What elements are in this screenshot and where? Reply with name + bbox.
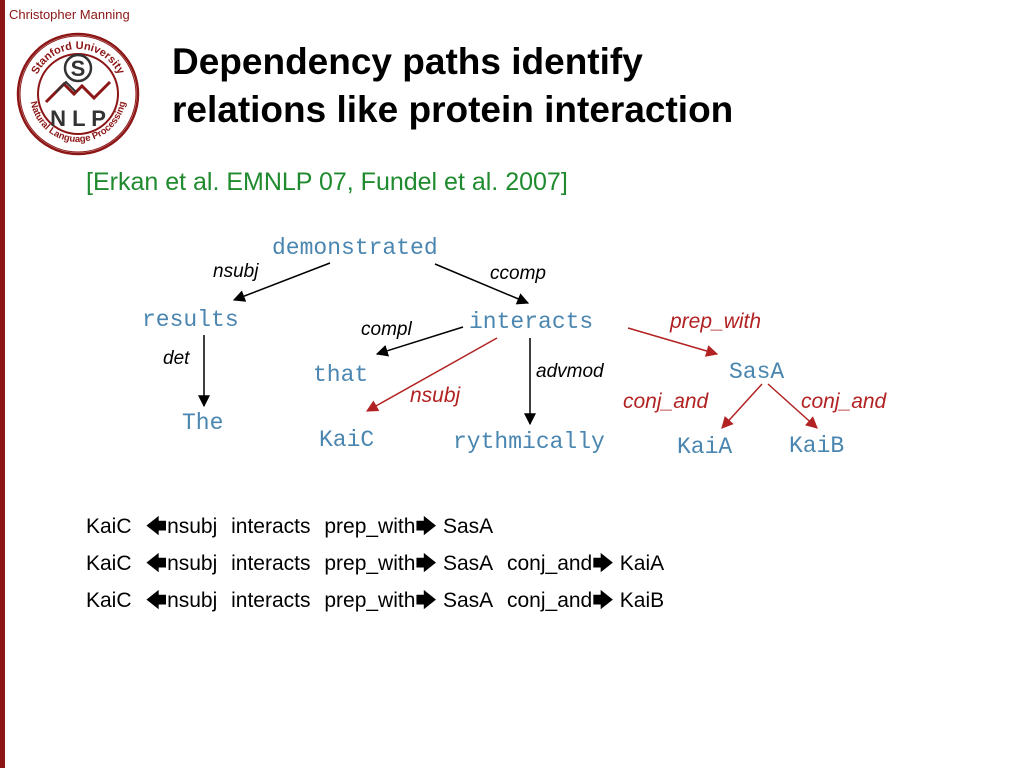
arrow-right-icon: 🡆 xyxy=(415,515,438,538)
edge-ccomp xyxy=(434,263,530,305)
logo-nlp-text: N L P xyxy=(50,106,106,131)
title-line-1: Dependency paths identify xyxy=(172,41,643,82)
path-start: KaiC xyxy=(86,515,132,538)
dependency-paths-list: KaiC 🡄nsubj interacts prep_with🡆 SasA Ka… xyxy=(86,508,664,619)
arrow-left-icon: 🡄 xyxy=(145,552,168,575)
path-mid: interacts xyxy=(231,589,311,612)
path-mid: interacts xyxy=(231,552,311,575)
node-the: The xyxy=(182,410,223,436)
path-end: SasA xyxy=(442,515,494,538)
path-mid: interacts xyxy=(231,515,311,538)
label-nsubj-top: nsubj xyxy=(213,261,259,282)
path-rel2: prep_with xyxy=(324,589,416,612)
node-that: that xyxy=(313,362,368,388)
logo-s-letter: S xyxy=(71,56,86,81)
label-conj-and-left: conj_and xyxy=(623,390,710,413)
path-rel3: conj_and xyxy=(507,589,593,612)
arrow-right-icon: 🡆 xyxy=(592,589,614,612)
path-end: SasA xyxy=(442,552,494,575)
path-end: SasA xyxy=(442,589,494,612)
node-rythmically: rythmically xyxy=(453,429,605,455)
citation: [Erkan et al. EMNLP 07, Fundel et al. 20… xyxy=(86,168,568,196)
path-start: KaiC xyxy=(86,589,132,612)
path-start: KaiC xyxy=(86,552,132,575)
path-rel1: nsubj xyxy=(167,589,218,612)
node-kaib: KaiB xyxy=(789,433,844,459)
edge-conj-and-left xyxy=(721,383,763,429)
path-rel3: conj_and xyxy=(507,552,593,575)
path-end2: KaiB xyxy=(619,589,665,612)
node-interacts: interacts xyxy=(469,309,593,335)
node-sasa: SasA xyxy=(729,359,784,385)
slide-left-bar xyxy=(0,0,5,768)
path-row-3: KaiC 🡄nsubj interacts prep_with🡆 SasA co… xyxy=(86,582,664,619)
arrow-right-icon: 🡆 xyxy=(415,552,438,575)
arrow-right-icon: 🡆 xyxy=(415,589,438,612)
edge-compl xyxy=(375,326,464,357)
title-line-2: relations like protein interaction xyxy=(172,89,734,130)
arrow-left-icon: 🡄 xyxy=(145,515,168,538)
edge-nsubj-path xyxy=(365,337,498,412)
node-demonstrated: demonstrated xyxy=(272,235,438,261)
path-rel2: prep_with xyxy=(324,515,416,538)
label-nsubj-path: nsubj xyxy=(410,384,462,407)
node-kaic: KaiC xyxy=(319,427,374,453)
arrow-left-icon: 🡄 xyxy=(145,589,168,612)
edge-nsubj-top xyxy=(232,262,331,302)
path-rel1: nsubj xyxy=(167,515,218,538)
edge-prep-with xyxy=(627,327,719,357)
path-row-2: KaiC 🡄nsubj interacts prep_with🡆 SasA co… xyxy=(86,545,664,582)
edge-conj-and-right xyxy=(767,383,818,429)
label-compl: compl xyxy=(361,319,412,340)
stanford-nlp-logo: Stanford University Natural Language Pro… xyxy=(16,32,140,156)
node-kaia: KaiA xyxy=(677,434,732,460)
path-rel1: nsubj xyxy=(167,552,218,575)
arrow-right-icon: 🡆 xyxy=(592,552,614,575)
path-end2: KaiA xyxy=(619,552,665,575)
slide-title: Dependency paths identify relations like… xyxy=(172,38,992,134)
label-det: det xyxy=(163,348,190,369)
label-ccomp: ccomp xyxy=(490,263,546,284)
label-conj-and-right: conj_and xyxy=(801,390,888,413)
label-advmod: advmod xyxy=(536,361,605,382)
node-results: results xyxy=(142,307,239,333)
label-prep-with: prep_with xyxy=(669,310,761,333)
path-rel2: prep_with xyxy=(324,552,416,575)
path-row-1: KaiC 🡄nsubj interacts prep_with🡆 SasA xyxy=(86,508,664,545)
author-name: Christopher Manning xyxy=(9,7,130,22)
